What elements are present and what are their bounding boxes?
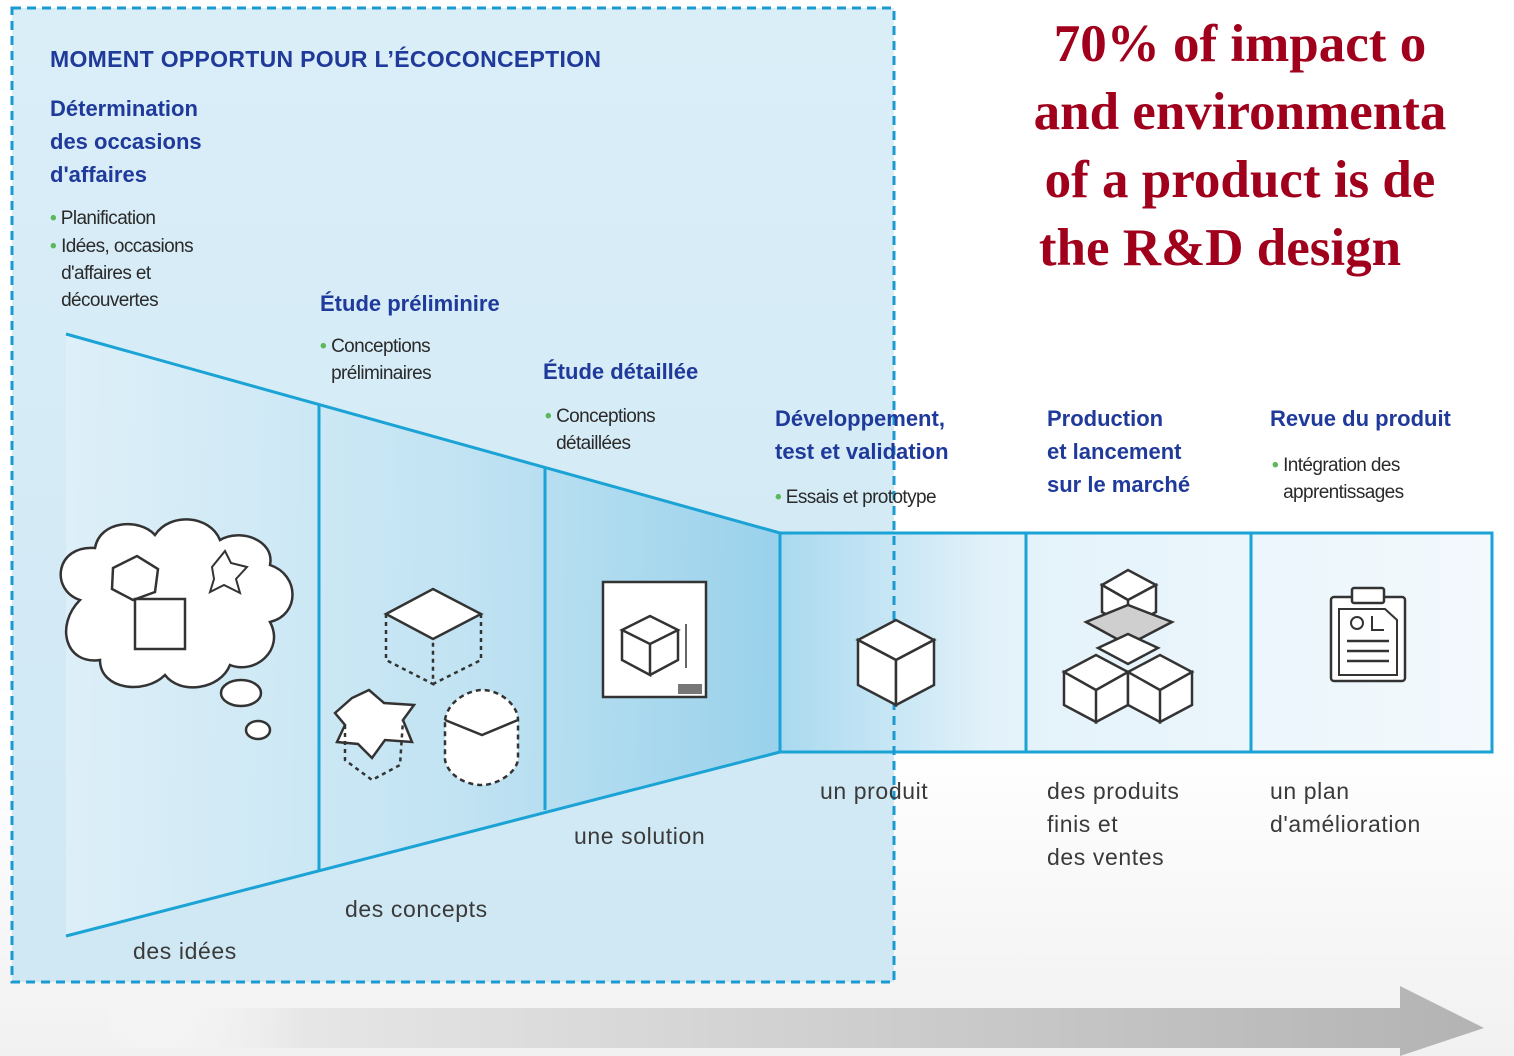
stage-bullet: •Intégration des apprentissages bbox=[1272, 452, 1404, 506]
impact-line: 70% of impact o bbox=[1053, 15, 1427, 73]
stage-title-development: Développement, test et validation bbox=[775, 406, 949, 464]
stage-bullet: •Conceptions préliminaires bbox=[320, 333, 432, 387]
bullet-dot: • bbox=[50, 236, 57, 257]
output-solution: une solution bbox=[574, 823, 706, 849]
stage-title-preliminary: Étude préliminire bbox=[320, 291, 500, 316]
stage-title-review: Revue du produit bbox=[1270, 406, 1451, 431]
stage-title-opportunity: Détermination des occasions d'affaires bbox=[50, 96, 202, 187]
bullet-dot: • bbox=[1272, 455, 1279, 476]
impact-statement: 70% of impact o and environmenta of a pr… bbox=[900, 10, 1514, 282]
funnel-top-line bbox=[65, 332, 781, 535]
bullet-text: Idées, occasions d'affaires et découvert… bbox=[61, 236, 194, 311]
output-finished-products: des produits finis et des ventes bbox=[1047, 778, 1180, 870]
eco-design-header: MOMENT OPPORTUN POUR L’ÉCOCONCEPTION bbox=[50, 46, 602, 72]
product-bar-outline bbox=[778, 531, 1494, 754]
bullet-text: Conceptions détaillées bbox=[556, 406, 656, 454]
output-product: un produit bbox=[820, 778, 929, 804]
output-improvement-plan: un plan d'amélioration bbox=[1270, 778, 1421, 837]
clipboard-report-icon bbox=[1329, 586, 1407, 683]
output-ideas: des idées bbox=[133, 938, 237, 964]
bullet-dot: • bbox=[320, 336, 327, 357]
impact-line: of a product is de bbox=[1044, 151, 1436, 209]
stage-title-detailed: Étude détaillée bbox=[543, 359, 699, 384]
bullet-dot: • bbox=[50, 208, 57, 229]
stacked-boxes-icon bbox=[1061, 568, 1195, 725]
bullet-text: Planification bbox=[60, 208, 156, 229]
impact-line: and environmenta bbox=[1033, 83, 1447, 141]
output-concepts: des concepts bbox=[345, 896, 488, 922]
stage-bullet: • Essais et prototype bbox=[775, 484, 937, 511]
bullet-text: Intégration des apprentissages bbox=[1283, 455, 1404, 503]
timeline-arrow-icon bbox=[100, 986, 1484, 1056]
stage-bullet: • Planification bbox=[50, 205, 156, 232]
stage-bullet: •Conceptions détaillées bbox=[545, 403, 656, 457]
wireframe-boxes-icon bbox=[333, 587, 520, 787]
funnel-bottom-line bbox=[65, 750, 781, 938]
bullet-text: Essais et prototype bbox=[785, 487, 937, 508]
thought-cloud-icon bbox=[59, 518, 294, 741]
cube-icon bbox=[855, 618, 937, 708]
bullet-dot: • bbox=[775, 487, 782, 508]
dashed-border bbox=[10, 6, 896, 984]
stage-title-production: Production et lancement sur le marché bbox=[1047, 406, 1191, 497]
impact-line: the R&D design bbox=[1038, 219, 1402, 277]
technical-drawing-icon bbox=[601, 580, 708, 699]
bullet-text: Conceptions préliminaires bbox=[331, 336, 432, 384]
bullet-dot: • bbox=[545, 406, 552, 427]
stage-bullet: •Idées, occasions d'affaires et découver… bbox=[50, 233, 194, 314]
